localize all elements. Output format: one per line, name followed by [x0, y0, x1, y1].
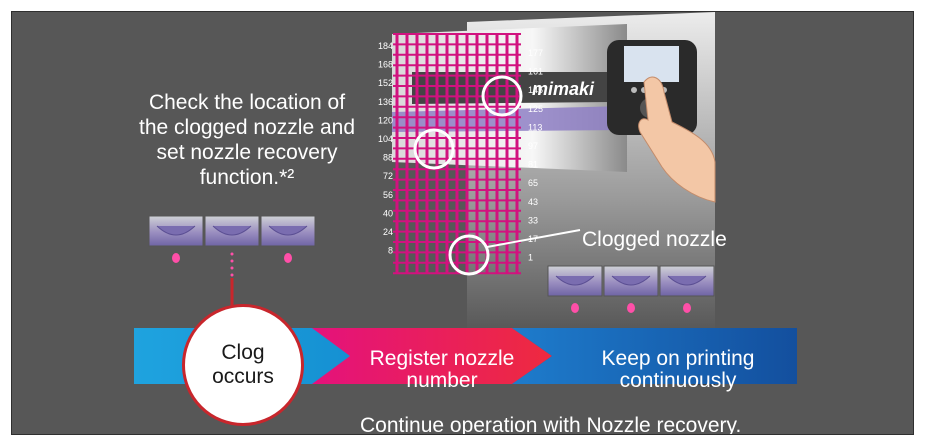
nozzle-number-label: 8: [388, 246, 393, 256]
print-head-nozzle: [555, 275, 595, 286]
display-screen: [624, 46, 679, 82]
clogged-nozzle-label: Clogged nozzle: [582, 228, 727, 251]
print-heads-left: [148, 215, 316, 277]
ink-spray: [230, 266, 234, 270]
print-head-nozzle: [611, 275, 651, 286]
nozzle-number-label: 104: [378, 134, 393, 144]
ink-spray: [230, 252, 234, 256]
printer-illustration: mimaki: [392, 12, 716, 387]
nozzle-number-label: 161: [528, 67, 543, 77]
nozzle-number-label: 168: [378, 60, 393, 70]
nozzle-number-label: 145: [528, 85, 543, 95]
nozzle-check-grid: [393, 33, 521, 275]
nozzle-number-label: 88: [383, 153, 393, 163]
nozzle-number-label: 72: [383, 171, 393, 181]
nozzle-number-label: 1: [528, 253, 533, 263]
clog-highlight-circle: [413, 128, 455, 170]
nozzle-left-labels: 184 168 152 136 120 104 88 72 56 40 24 8: [378, 41, 393, 256]
nozzle-number-label: 184: [378, 41, 393, 51]
ink-spray: [230, 273, 234, 277]
nozzle-number-label: 125: [528, 104, 543, 114]
nozzle-number-label: 24: [383, 227, 393, 237]
callout-line: [486, 229, 581, 248]
print-heads-right: [547, 265, 715, 313]
print-head-nozzle: [667, 275, 707, 286]
nozzle-number-label: 152: [378, 78, 393, 88]
ink-drop: [571, 303, 579, 313]
nozzle-number-label: 177: [528, 48, 543, 58]
nozzle-number-label: 56: [383, 190, 393, 200]
ink-spray: [230, 259, 234, 263]
clog-highlight-circle: [448, 234, 490, 276]
ink-drop: [683, 303, 691, 313]
print-head-nozzle: [156, 225, 196, 236]
clog-highlight-circle: [481, 75, 523, 117]
nozzle-number-label: 136: [378, 97, 393, 107]
print-head-nozzle: [268, 225, 308, 236]
nozzle-number-label: 33: [528, 215, 538, 225]
print-head-nozzle: [212, 225, 252, 236]
instruction-text: Check the location of the clogged nozzle…: [139, 91, 355, 189]
ink-drop: [627, 303, 635, 313]
ink-drop: [172, 253, 180, 263]
footer-caption: Continue operation with Nozzle recovery.: [360, 414, 742, 435]
nozzle-right-labels: 1771611451251139781654333171: [528, 48, 543, 263]
nozzle-number-label: 65: [528, 178, 538, 188]
finger-icon: [638, 76, 716, 203]
nozzle-number-label: 113: [528, 122, 542, 132]
brand-logo: mimaki: [532, 79, 595, 99]
nozzle-number-label: 43: [528, 197, 538, 207]
diagram-panel: mimaki 184 168 152 136 120 104 88 72 56 40 24 8 177…: [11, 11, 914, 435]
nozzle-number-label: 40: [383, 208, 393, 218]
nozzle-number-label: 120: [378, 115, 393, 125]
ink-drop: [284, 253, 292, 263]
nozzle-number-label: 81: [528, 160, 538, 170]
nozzle-number-label: 97: [528, 141, 538, 151]
